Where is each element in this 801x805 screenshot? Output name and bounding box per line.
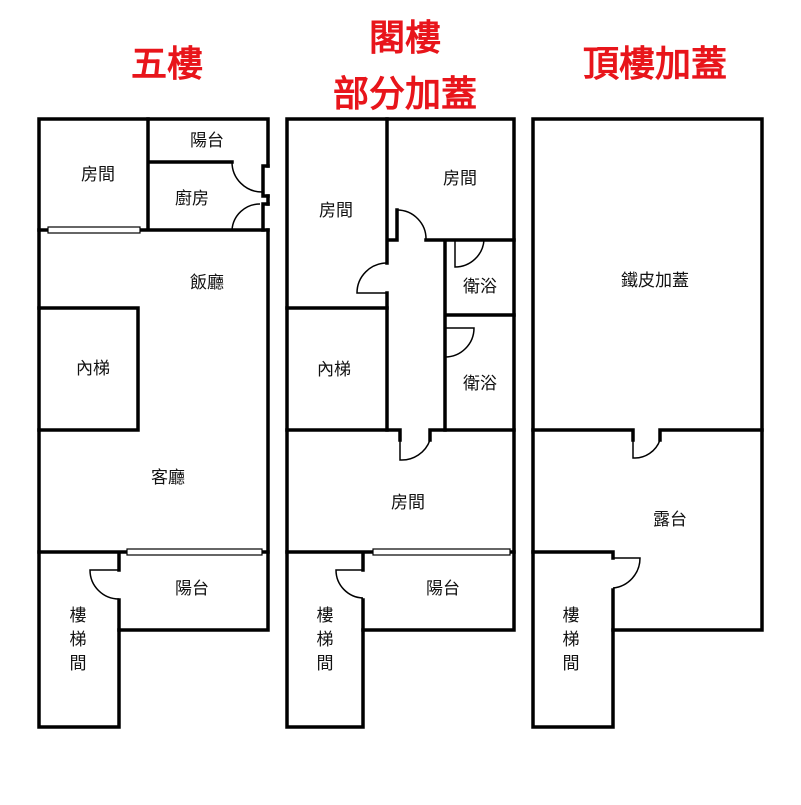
room-label: 間 [70, 654, 87, 674]
plan-rooftop: 鐵皮加蓋 露台 樓 梯 間 [531, 117, 764, 729]
plan-title-attic-line2: 部分加蓋 [333, 74, 477, 115]
room-label: 房間 [81, 165, 115, 185]
room-label: 樓 [317, 606, 334, 626]
plan-title-fifth-floor: 五樓 [131, 44, 203, 85]
room-label: 飯廳 [190, 273, 224, 293]
room-label: 內梯 [317, 360, 351, 380]
room-label: 陽台 [426, 579, 460, 599]
room-label: 衛浴 [463, 374, 497, 394]
room-label: 梯 [70, 630, 87, 650]
plan-title-attic-line1: 閣樓 [369, 18, 441, 59]
room-label: 梯 [563, 630, 580, 650]
room-label: 鐵皮加蓋 [621, 271, 689, 291]
plan-attic: 房間 房間 衛浴 內梯 衛浴 房間 陽台 樓 梯 間 [285, 117, 516, 729]
room-label: 衛浴 [463, 277, 497, 297]
room-label: 房間 [391, 493, 425, 513]
room-label: 梯 [317, 630, 334, 650]
room-label: 間 [317, 654, 334, 674]
window [126, 548, 263, 556]
room-label: 露台 [653, 510, 687, 530]
room-label: 客廳 [151, 468, 185, 488]
room-label: 樓 [563, 606, 580, 626]
room-label: 間 [563, 654, 580, 674]
window [372, 548, 511, 556]
room-label: 陽台 [190, 131, 224, 151]
plan-title-rooftop: 頂樓加蓋 [583, 44, 727, 85]
room-label: 房間 [443, 169, 477, 189]
plan-fifth-floor: 房間 陽台 廚房 飯廳 內梯 客廳 陽台 樓 梯 間 [37, 117, 270, 729]
room-label: 內梯 [76, 359, 110, 379]
room-label: 陽台 [175, 579, 209, 599]
room-label: 廚房 [175, 188, 209, 209]
room-label: 房間 [319, 201, 353, 221]
window [47, 226, 141, 234]
room-label: 樓 [70, 606, 87, 626]
